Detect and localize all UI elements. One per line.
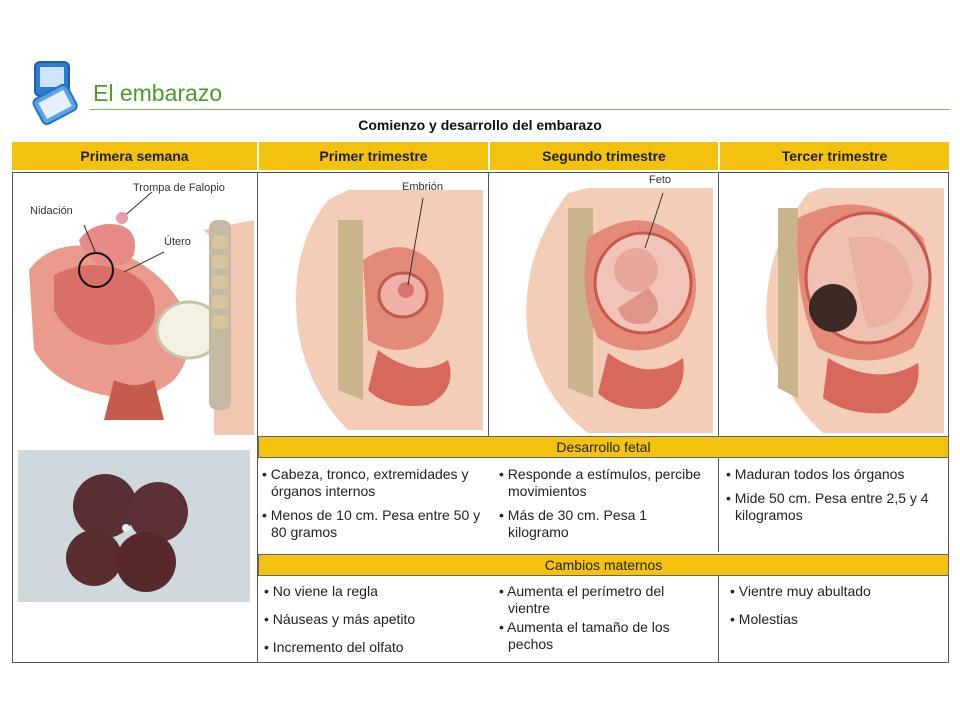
list-item: • Vientre muy abultado [730,583,871,599]
label-utero: Útero [164,236,191,248]
maternal-t2-list: • Aumenta el perímetro del vientre • Aum… [497,583,707,660]
list-item: • Más de 30 cm. Pesa 1 kilogramo [499,507,648,540]
list-item: • Responde a estímulos, percibe movimien… [499,466,701,499]
list-item: • Incremento del olfato [264,639,404,655]
section-cambios-maternos: Cambios maternos [258,554,949,576]
list-item: • Menos de 10 cm. Pesa entre 50 y 80 gra… [262,507,481,540]
list-item: • Mide 50 cm. Pesa entre 2,5 y 4 kilogra… [726,490,929,523]
label-nidacion: Nidación [30,205,73,217]
second-trimester-illustration [498,188,713,433]
label-trompa: Trompa de Falopio [133,182,225,194]
embryo-cells-photo [18,450,250,602]
header-segundo-trimestre: Segundo trimestre [489,142,718,170]
fetal-t1-list: • Cabeza, tronco, extremidades y órganos… [260,466,486,548]
list-item: • Cabeza, tronco, extremidades y órganos… [262,466,469,499]
presentation-logo-icon [30,58,82,128]
first-trimester-illustration [268,190,483,430]
label-embrion: Embrión [402,181,443,193]
list-item: • Aumenta el tamaño de los pechos [499,619,670,652]
column-divider [257,172,258,663]
third-trimester-illustration [728,188,944,433]
column-divider [718,172,719,436]
column-divider [488,172,489,436]
page-subtitle: Comienzo y desarrollo del embarazo [358,117,602,133]
maternal-t1-list: • No viene la regla • Náuseas y más apet… [262,583,482,663]
label-feto: Feto [649,174,672,186]
section-desarrollo-fetal: Desarrollo fetal [258,436,949,458]
list-item: • Náuseas y más apetito [264,611,416,627]
list-item: • No viene la regla [264,583,378,599]
header-primer-trimestre: Primer trimestre [258,142,488,170]
uterus-illustration [24,180,254,435]
fetal-t3-list: • Maduran todos los órganos • Mide 50 cm… [724,466,942,531]
page-title: El embarazo [93,80,223,106]
header-primera-semana: Primera semana [12,142,257,170]
list-item: • Aumenta el perímetro del vientre [499,583,665,616]
column-divider [718,458,719,552]
column-divider [718,576,719,663]
fetal-t2-list: • Responde a estímulos, percibe movimien… [497,466,707,548]
list-item: • Molestias [730,611,798,627]
title-divider [90,109,950,110]
list-item: • Maduran todos los órganos [726,466,905,482]
header-tercer-trimestre: Tercer trimestre [719,142,949,170]
maternal-t3-list: • Vientre muy abultado • Molestias [728,583,942,635]
